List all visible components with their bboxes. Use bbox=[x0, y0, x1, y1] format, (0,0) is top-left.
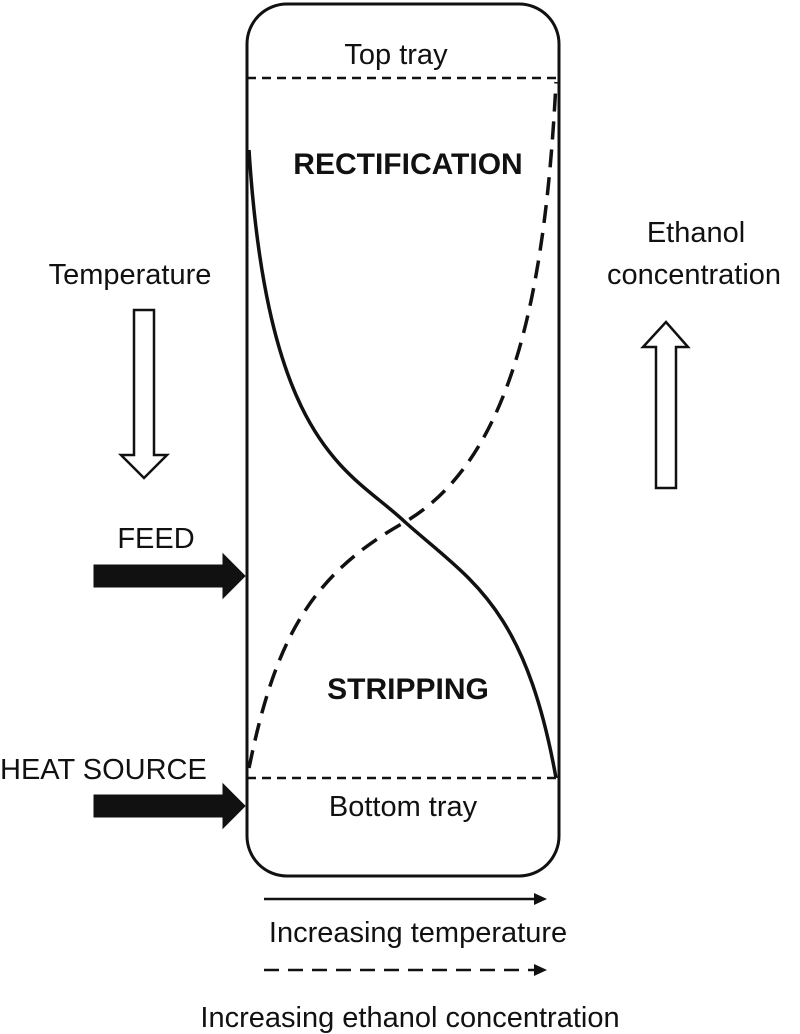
ethanol-up-arrow bbox=[640, 320, 691, 490]
rectification-label: RECTIFICATION bbox=[293, 148, 522, 181]
feed-label: FEED bbox=[117, 523, 194, 555]
ethanol-profile-curve bbox=[247, 81, 558, 769]
legend-ethanol-label: Increasing ethanol concentration bbox=[200, 1002, 619, 1034]
ethanol-concentration-label-line2: concentration bbox=[607, 259, 781, 291]
ethanol-concentration-label-line1: Ethanol bbox=[647, 217, 745, 249]
legend-temperature-label: Increasing temperature bbox=[269, 917, 567, 949]
legend-solid-arrowhead bbox=[534, 893, 547, 905]
heat-source-arrow bbox=[93, 782, 246, 830]
bottom-tray-label: Bottom tray bbox=[329, 791, 478, 823]
feed-arrow bbox=[93, 552, 246, 600]
legend-dashed-arrowhead bbox=[534, 964, 547, 976]
stripping-label: STRIPPING bbox=[327, 673, 489, 706]
temperature-down-arrow bbox=[117, 308, 171, 480]
temperature-profile-curve bbox=[247, 149, 558, 779]
heat-source-label: HEAT SOURCE bbox=[0, 754, 207, 786]
temperature-label: Temperature bbox=[49, 259, 212, 291]
column-outline bbox=[245, 2, 561, 878]
top-tray-label: Top tray bbox=[344, 39, 448, 71]
